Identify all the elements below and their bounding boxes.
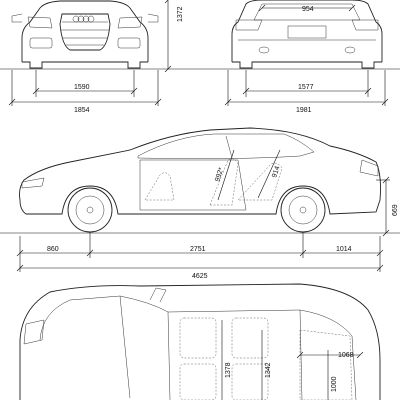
top-view: 1378 1342 1000 1068 — [19, 283, 381, 400]
rear-seat-label: 914 — [271, 165, 281, 178]
front-overhang-label: 860 — [47, 246, 59, 253]
rear-view: 954 1577 1981 — [200, 0, 400, 114]
front-seat-label: 992* — [214, 166, 225, 182]
side-view: 992* 914 669 860 2751 1014 4625 — [0, 127, 400, 280]
front-width-label: 1854 — [74, 107, 90, 114]
trunk-length-label: 1068 — [338, 352, 354, 359]
rear-interior-width-label: 1342 — [265, 362, 272, 378]
wheelbase-label: 2751 — [190, 246, 206, 253]
front-track-label: 1590 — [74, 84, 90, 91]
front-interior-width-label: 1378 — [225, 362, 232, 378]
rear-width-mirrors-label: 1981 — [296, 107, 312, 114]
rear-height-label: 669 — [392, 204, 399, 216]
trunk-width-label: 1000 — [331, 376, 338, 392]
front-height-label: 1372 — [177, 6, 184, 22]
rear-trunk-opening-label: 954 — [302, 6, 314, 13]
front-view: 1372 1590 1854 — [0, 0, 200, 114]
overall-length-label: 4625 — [192, 273, 208, 280]
rear-overhang-label: 1014 — [336, 246, 352, 253]
rear-track-label: 1577 — [298, 84, 314, 91]
